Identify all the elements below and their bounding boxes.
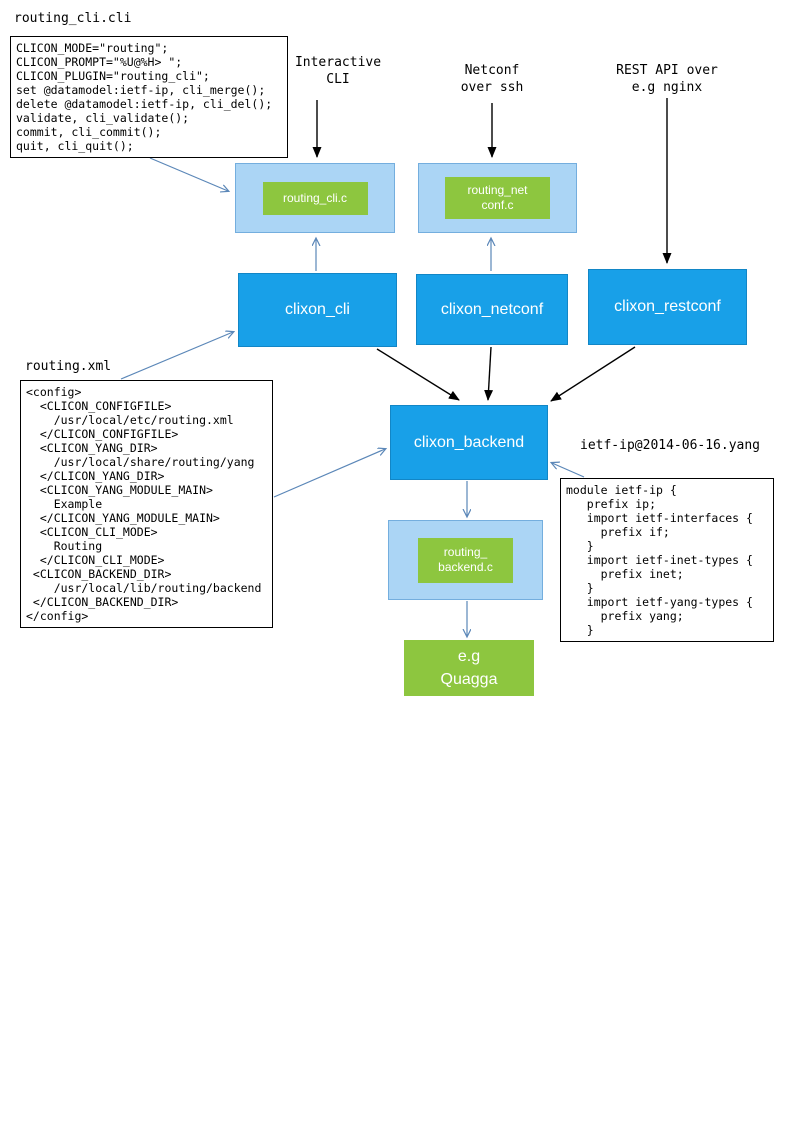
routing-backend-plugin-box: routing_ backend.c bbox=[388, 520, 543, 600]
cli-file-title: routing_cli.cli bbox=[14, 11, 132, 26]
interactive-cli-label: Interactive CLI bbox=[294, 55, 382, 87]
arrow-clixon-restconf-to-clixon-backend bbox=[550, 346, 636, 402]
xml-file-title: routing.xml bbox=[25, 359, 112, 374]
arrow-xml-file-to-clixon-backend bbox=[273, 449, 385, 498]
routing-cli-plugin-box: routing_cli.c bbox=[235, 163, 395, 233]
arrow-clixon-cli-to-clixon-backend bbox=[376, 348, 460, 401]
arrow-xml-file-to-clixon-cli bbox=[120, 332, 233, 380]
xml-file-code: <config> <CLICON_CONFIGFILE> /usr/local/… bbox=[20, 380, 273, 628]
yang-file-code: module ietf-ip { prefix ip; import ietf-… bbox=[560, 478, 774, 642]
arrow-yang-file-to-clixon-backend bbox=[552, 463, 585, 478]
clixon-netconf-node: clixon_netconf bbox=[416, 274, 568, 345]
routing-netconf-c-node: routing_net conf.c bbox=[445, 177, 550, 219]
yang-file-title: ietf-ip@2014-06-16.yang bbox=[580, 438, 761, 453]
clixon-restconf-node: clixon_restconf bbox=[588, 269, 747, 345]
netconf-over-ssh-label: Netconf over ssh bbox=[460, 63, 524, 95]
cli-file-code: CLICON_MODE="routing"; CLICON_PROMPT="%U… bbox=[10, 36, 288, 158]
clixon-cli-node: clixon_cli bbox=[238, 273, 397, 347]
routing-backend-c-node: routing_ backend.c bbox=[418, 537, 513, 583]
routing-cli-c-node: routing_cli.c bbox=[262, 181, 368, 215]
arrow-cli-file-to-routing-cli-c bbox=[149, 157, 228, 191]
clixon-backend-node: clixon_backend bbox=[390, 405, 548, 480]
arrow-clixon-netconf-to-clixon-backend bbox=[484, 346, 494, 401]
quagga-node: e.g Quagga bbox=[404, 640, 534, 696]
routing-netconf-plugin-box: routing_net conf.c bbox=[418, 163, 577, 233]
rest-api-label: REST API over e.g nginx bbox=[616, 63, 718, 95]
